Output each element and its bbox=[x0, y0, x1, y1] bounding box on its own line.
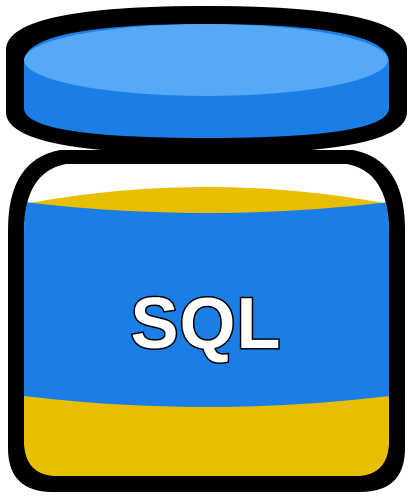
jar-label-band bbox=[24, 202, 389, 407]
jar-label-text: SQL bbox=[130, 284, 281, 364]
lid-top bbox=[24, 24, 388, 96]
